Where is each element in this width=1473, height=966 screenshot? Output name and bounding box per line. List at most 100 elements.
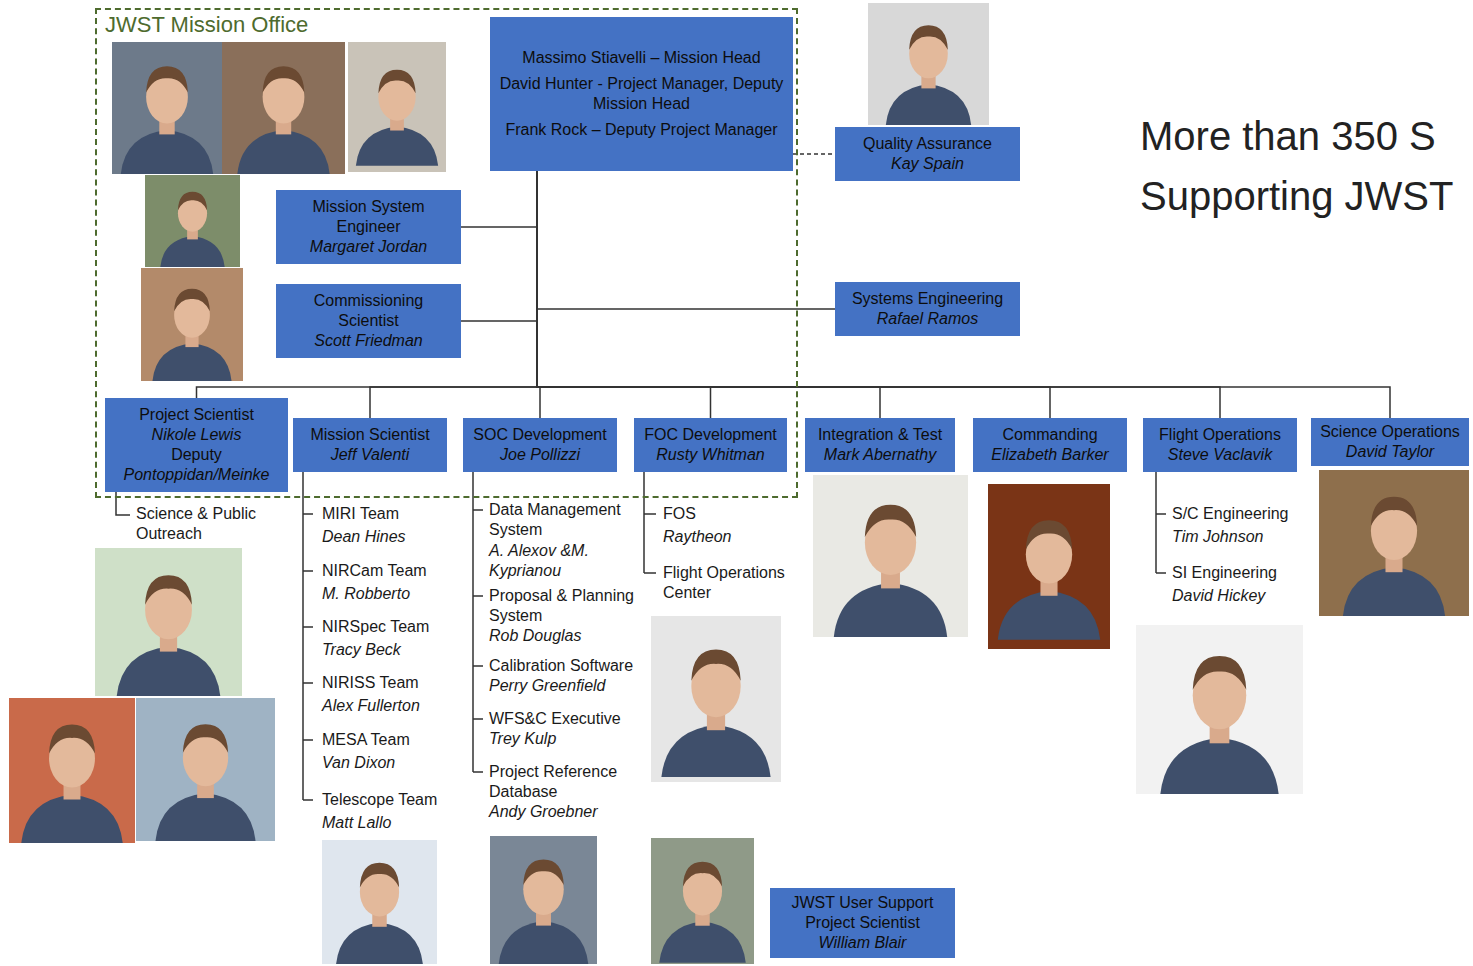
team-label: NIRSpec Team: [322, 617, 472, 637]
portrait-figure: [356, 70, 438, 166]
team-label: A. Alexov &M. Kyprianou: [489, 541, 641, 581]
portrait-figure: [886, 25, 971, 125]
team-label: Flight Operations Center: [663, 563, 798, 603]
org-box: JWST User Support Project ScientistWilli…: [770, 888, 955, 958]
portrait-photo: [222, 42, 345, 174]
box-name: Scott Friedman: [282, 331, 455, 351]
org-connector: [537, 171, 1050, 418]
box-name: Nikole Lewis: [111, 425, 282, 445]
box-name: David Taylor: [1315, 442, 1465, 462]
box-name: Joe Pollizzi: [469, 445, 611, 465]
box-title: Systems Engineering: [841, 289, 1014, 309]
org-box: Integration & TestMark Abernathy: [805, 418, 955, 472]
team-label: Science & Public Outreach: [136, 504, 276, 544]
team-label: Trey Kulp: [489, 729, 641, 749]
org-box: CommandingElizabeth Barker: [973, 418, 1127, 472]
portrait-figure: [121, 66, 213, 174]
region-heading: JWST Mission Office: [97, 10, 316, 40]
box-name: Elizabeth Barker: [979, 445, 1121, 465]
team-label: David Hickey: [1172, 586, 1312, 606]
team-label: Andy Groebner: [489, 802, 641, 822]
portrait-photo: [651, 616, 781, 782]
portrait-photo: [141, 268, 243, 381]
box-name: Jeff Valenti: [299, 445, 441, 465]
portrait-photo: [1319, 470, 1469, 616]
portrait-figure: [160, 192, 224, 267]
box-title: Integration & Test: [811, 425, 949, 445]
portrait-figure: [117, 575, 221, 696]
box-title: Mission Scientist: [299, 425, 441, 445]
portrait-photo: [868, 3, 989, 125]
portrait-photo: [136, 698, 275, 841]
team-label: M. Robberto: [322, 584, 472, 604]
box-name: Pontoppidan/Meinke: [111, 465, 282, 485]
team-label: S/C Engineering: [1172, 504, 1312, 524]
tree-leader-line: [303, 440, 313, 800]
team-label: SI Engineering: [1172, 563, 1312, 583]
org-box: Quality AssuranceKay Spain: [835, 127, 1020, 181]
org-box: Project ScientistNikole LewisDeputyPonto…: [105, 398, 288, 492]
portrait-photo: [651, 838, 754, 964]
portrait-photo: [1136, 625, 1303, 794]
team-label: Perry Greenfield: [489, 676, 641, 696]
portrait-photo: [95, 548, 242, 696]
box-name: Rafael Ramos: [841, 309, 1014, 329]
tree-leader-line: [116, 440, 130, 515]
org-connector: [461, 171, 537, 321]
box-name: Deputy: [111, 445, 282, 465]
team-label: Proposal & Planning System: [489, 586, 641, 626]
portrait-figure: [21, 725, 123, 843]
box-name: Margaret Jordan: [282, 237, 455, 257]
org-box: Mission ScientistJeff Valenti: [293, 418, 447, 472]
tree-leader-line: [473, 440, 483, 772]
portrait-photo: [9, 698, 135, 843]
team-label: Telescope Team: [322, 790, 472, 810]
portrait-figure: [1160, 656, 1278, 794]
org-box: Science OperationsDavid Taylor: [1311, 418, 1469, 466]
box-name: Mark Abernathy: [811, 445, 949, 465]
team-label: NIRCam Team: [322, 561, 472, 581]
box-name: Frank Rock – Deputy Project Manager: [498, 120, 785, 140]
box-title: Commanding: [979, 425, 1121, 445]
org-connector: [537, 171, 880, 418]
box-title: Project Scientist: [111, 405, 282, 425]
team-label: Project Reference Database: [489, 762, 641, 802]
portrait-figure: [152, 289, 231, 381]
box-title: Mission System Engineer: [282, 197, 455, 237]
org-connector: [461, 171, 537, 227]
team-label: Tim Johnson: [1172, 527, 1312, 547]
portrait-photo: [988, 484, 1110, 649]
org-box: Systems EngineeringRafael Ramos: [835, 282, 1020, 336]
org-box: Mission System EngineerMargaret Jordan: [276, 190, 461, 264]
org-connector: [537, 171, 1390, 418]
box-title: Science Operations: [1315, 422, 1465, 442]
team-label: Calibration Software: [489, 656, 641, 676]
portrait-figure: [998, 520, 1100, 640]
team-label: Matt Lallo: [322, 813, 472, 833]
org-box: Flight OperationsSteve Vaclavik: [1143, 418, 1297, 472]
portrait-figure: [499, 859, 589, 964]
portrait-figure: [336, 863, 423, 964]
org-box: SOC DevelopmentJoe Pollizzi: [463, 418, 617, 472]
org-box: FOC DevelopmentRusty Whitman: [634, 418, 787, 472]
portrait-photo: [145, 175, 240, 267]
box-title: SOC Development: [469, 425, 611, 445]
org-connector: [370, 171, 537, 418]
org-connector: [537, 171, 835, 309]
box-name: Rusty Whitman: [640, 445, 781, 465]
headline-text: Supporting JWST: [1140, 172, 1453, 220]
box-title: Quality Assurance: [841, 134, 1014, 154]
team-label: WFS&C Executive: [489, 709, 641, 729]
portrait-figure: [834, 505, 947, 637]
portrait-figure: [155, 724, 255, 841]
portrait-figure: [659, 862, 746, 963]
portrait-figure: [1343, 497, 1445, 616]
org-connector: [537, 171, 711, 418]
team-label: MIRI Team: [322, 504, 472, 524]
box-title: Commissioning Scientist: [282, 291, 455, 331]
team-label: Data Management System: [489, 500, 641, 540]
